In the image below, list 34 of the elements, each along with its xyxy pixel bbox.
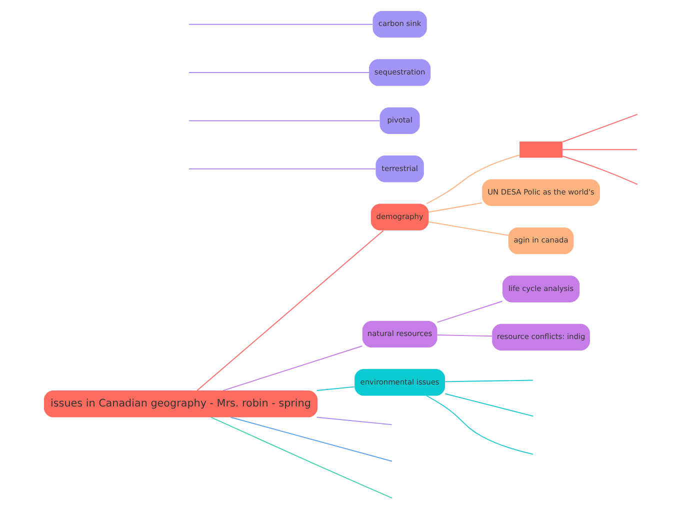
- node-box: pivotal: [380, 107, 420, 134]
- node-box: carbon sink: [372, 11, 427, 38]
- connector: [562, 149, 638, 150]
- node-box: sequestration: [369, 59, 431, 86]
- connector: [562, 156, 638, 185]
- node-box: issues in Canadian geography - Mrs. robin - spring: [44, 390, 318, 418]
- node-box: [520, 141, 563, 158]
- connector: [444, 380, 534, 382]
- connector: [222, 346, 363, 392]
- connector: [444, 393, 534, 417]
- connector: [436, 334, 492, 337]
- node-box: terrestrial: [376, 156, 424, 182]
- connector: [230, 416, 392, 462]
- node-box: UN DESA Polic as the world's: [482, 179, 600, 206]
- connector: [188, 120, 380, 122]
- node-box: agin in canada: [508, 227, 574, 254]
- connector: [426, 395, 534, 455]
- node-box: resource conflicts: indig: [492, 324, 590, 351]
- connector: [210, 416, 393, 499]
- connector: [562, 114, 638, 142]
- connector: [188, 168, 376, 170]
- connector: [196, 230, 384, 391]
- connector: [316, 386, 355, 391]
- connector: [436, 300, 503, 323]
- connector: [428, 202, 482, 213]
- connector: [428, 221, 509, 236]
- node-box: life cycle analysis: [502, 276, 580, 302]
- connector: [316, 416, 392, 426]
- connector: [188, 72, 370, 73]
- node-box: environmental issues: [354, 369, 446, 396]
- connector: [426, 154, 520, 204]
- node-box: natural resources: [362, 320, 438, 348]
- node-box: demography: [370, 204, 429, 230]
- connector: [188, 24, 374, 25]
